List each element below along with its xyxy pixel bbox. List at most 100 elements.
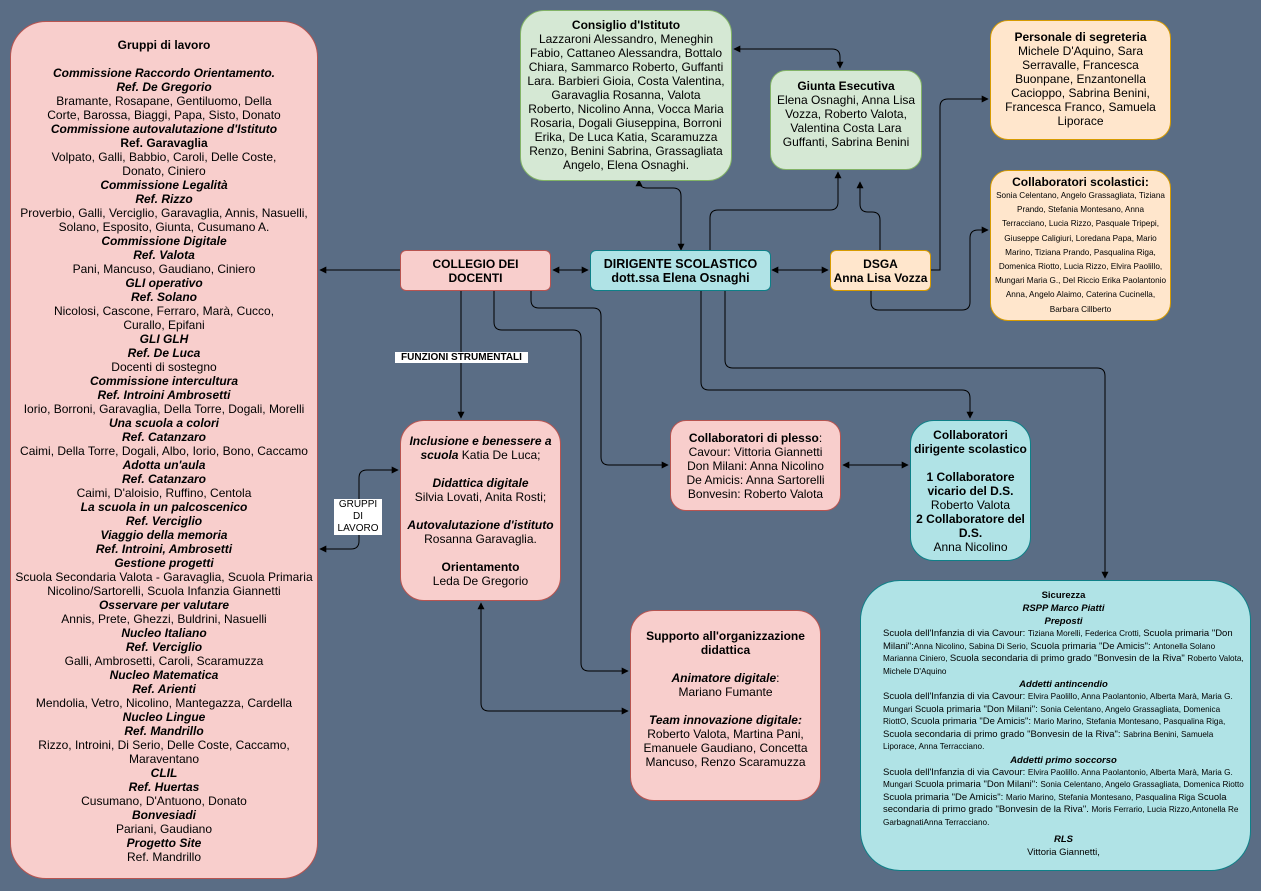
gruppo-members: Ref. Mandrillo <box>126 850 202 864</box>
giunta-title: Giunta Esecutiva <box>797 79 895 93</box>
connector-dirigente-sicurezza <box>724 291 1109 579</box>
gruppo-heading: Ref. De Luca <box>127 346 201 360</box>
dsga-line2: Anna Lisa Vozza <box>833 271 928 285</box>
gruppo-heading: Ref. Verciglio <box>125 514 203 528</box>
gruppo-heading: Ref. Introini Ambrosetti <box>97 388 231 402</box>
preposti-names: Tiziana Morelli, Federica Crotti, <box>1027 629 1144 638</box>
soccorso-names: Moris Ferrario, Lucia Rizzo,Antonella Re… <box>883 805 1239 827</box>
consiglio-members: Lazzaroni Alessandro, Meneghin Fabio, Ca… <box>527 32 725 172</box>
soccorso-list: Scuola dell'Infanzia di via Cavour: Elvi… <box>883 767 1244 830</box>
connector-collegio-plesso <box>530 291 669 469</box>
antincendio-names: Sonia Celentano, Angelo Grassagliata, Do… <box>883 704 1221 727</box>
animatore-colon: : <box>776 671 780 685</box>
funzione-inclusione-name: Katia De Luca; <box>458 448 541 462</box>
gruppo-members: Bramante, Rosapane, Gentiluomo, Della <box>56 94 272 108</box>
gruppo-heading: La scuola in un palcoscenico <box>80 500 248 514</box>
gruppo-heading: Ref. Rizzo <box>135 192 193 206</box>
supporto-title: Supporto all'organizzazione didattica <box>646 629 805 657</box>
team-title: Team innovazione digitale: <box>649 713 802 727</box>
gruppo-heading: Commissione Raccordo Orientamento. <box>52 66 276 80</box>
preposti-title: Preposti <box>1044 616 1083 627</box>
team-innovazione: Team innovazione digitale: Roberto Valot… <box>637 713 814 769</box>
gruppo-members: Donato, Ciniero <box>122 164 206 178</box>
antincendio-school: Scuola primaria "De Amicis": <box>910 716 1034 727</box>
funzione-autoval-title: Autovalutazione d'istituto <box>407 518 554 532</box>
connector-dirigente-collabdir <box>700 291 974 419</box>
connector-consiglio-giunta <box>733 45 844 69</box>
funzione-inclusione-title: Inclusione e benessere a scuola <box>409 434 552 462</box>
gruppo-members: Solano, Esposito, Giunta, Cusumano A. <box>58 220 270 234</box>
gruppo-heading: Ref. Introini, Ambrosetti <box>95 542 233 556</box>
gruppo-heading: Bonvesiadi <box>131 808 197 822</box>
soccorso-school: Scuola primaria "De Amicis": <box>883 791 1006 803</box>
connector-funzioni-supporto <box>477 602 629 715</box>
connector-dsga-giunta <box>856 181 881 250</box>
preposti-school: Scuola primaria "De Amicis": <box>1030 640 1154 652</box>
segreteria-title: Personale di segreteria <box>1014 30 1147 44</box>
gruppo-members: Corte, Barossa, Biaggi, Papa, Sisto, Don… <box>47 108 281 122</box>
funzione-autoval-name: Rosanna Garavaglia. <box>424 532 537 546</box>
plesso-line: Cavour: Vittoria Giannetti <box>688 445 823 459</box>
segreteria-members: Michele D'Aquino, Sara Serravalle, Franc… <box>1005 44 1156 128</box>
connector-dsga-segreteria <box>931 95 989 271</box>
rls-title: RLS <box>1054 834 1073 845</box>
funzioni-strumentali-box: Inclusione e benessere a scuola Katia De… <box>400 420 561 601</box>
animatore-name: Mariano Fumante <box>678 685 773 699</box>
preposti-school: Scuola primaria "Don Milani": <box>883 628 1233 652</box>
gruppo-members: Maraventano <box>128 752 200 766</box>
sicurezza-title: Sicurezza <box>1041 590 1086 601</box>
gruppo-heading: Nucleo Lingue <box>122 710 206 724</box>
preposti-list: Scuola dell'Infanzia di via Cavour: Tizi… <box>883 628 1244 678</box>
gruppo-members: Proverbio, Galli, Verciglio, Garavaglia,… <box>20 206 308 220</box>
gruppo-heading: Ref. Mandrillo <box>124 724 204 738</box>
giunta-esecutiva-box: Giunta Esecutiva Elena Osnaghi, Anna Lis… <box>770 70 922 170</box>
gruppo-heading: GLI GLH <box>139 332 189 346</box>
collab-dir-title2: dirigente scolastico <box>914 442 1027 456</box>
collab-dir-title1: Collaboratori <box>933 428 1008 442</box>
animatore-heading: Animatore digitale: <box>637 671 814 685</box>
soccorso-school: Scuola primaria "Don Milani": <box>914 779 1041 790</box>
soccorso-school: Scuola secondaria di primo grado "Bonves… <box>883 791 1227 816</box>
gruppo-members: Cusumano, D'Antuono, Donato <box>81 794 247 808</box>
rspp-line: RSPP Marco Piatti <box>1022 603 1105 614</box>
gruppo-heading: Commissione Legalità <box>100 178 228 192</box>
plesso-line: De Amicis: Anna Sartorelli <box>686 473 825 487</box>
collaboratori-scolastici-box: Collaboratori scolastici: Sonia Celentan… <box>990 170 1171 321</box>
collab-dir-c2-name: Anna Nicolino <box>933 540 1008 554</box>
funzione-didattica-name: Silvia Lovati, Anita Rosti; <box>414 490 547 504</box>
gruppo-members: Nicolosi, Cascone, Ferraro, Marà, Cucco, <box>53 304 275 318</box>
gruppo-heading: Ref. Verciglio <box>125 640 203 654</box>
funzione-inclusione: Inclusione e benessere a scuola Katia De… <box>405 434 556 462</box>
gruppo-heading: Gestione progetti <box>114 556 214 570</box>
gruppo-members: Nicolino/Sartorelli, Scuola Infanzia Gia… <box>47 584 281 598</box>
connector-dirigente-consiglio <box>635 179 685 251</box>
gruppo-members: Pariani, Gaudiano <box>115 822 213 836</box>
antincendio-names: Sabrina Benini, Samuela Liporace, Anna T… <box>883 729 1214 752</box>
label-gruppi-line: GRUPPI <box>338 499 378 510</box>
team-names: Roberto Valota, Martina Pani, Emanuele G… <box>643 727 808 769</box>
collab-scol-title: Collaboratori scolastici: <box>1012 175 1149 189</box>
gruppo-heading: Adotta un'aula <box>122 458 206 472</box>
gruppo-heading: Osservare per valutare <box>98 598 230 612</box>
soccorso-school: Scuola dell'Infanzia di via Cavour: <box>883 766 1028 778</box>
plesso-title: Collaboratori di plesso <box>688 431 819 445</box>
gruppo-heading: Ref. Huertas <box>128 780 200 794</box>
collegio-docenti-box: COLLEGIO DEI DOCENTI <box>400 250 551 291</box>
gruppo-members: Galli, Ambrosetti, Caroli, Scaramuzza <box>64 654 264 668</box>
dsga-line1: DSGA <box>863 257 898 271</box>
label-di-line: DI <box>353 511 363 522</box>
gruppo-members: Volpato, Galli, Babbio, Caroli, Delle Co… <box>51 150 277 164</box>
gruppo-heading: Progetto Site <box>126 836 202 850</box>
animatore-title: Animatore digitale <box>671 671 777 685</box>
gruppo-heading: Nucleo Matematica <box>109 668 219 682</box>
gruppo-heading: Ref. Solano <box>130 290 197 304</box>
plesso-line: Bonvesin: Roberto Valota <box>687 487 824 501</box>
label-gruppi-di-lavoro: GRUPPI DI LAVORO <box>334 499 382 535</box>
gruppo-heading: Ref. De Gregorio <box>116 80 212 94</box>
soccorso-names: Sonia Celentano, Angelo Grassagliata, Do… <box>1040 780 1244 789</box>
preposti-names: Antonella Solano Marianna Ciniero, <box>883 641 1216 664</box>
antincendio-names: Elvira Paolillo, Anna Paolantonio, Alber… <box>883 692 1233 714</box>
connector-dsga-collabscol <box>870 226 989 311</box>
